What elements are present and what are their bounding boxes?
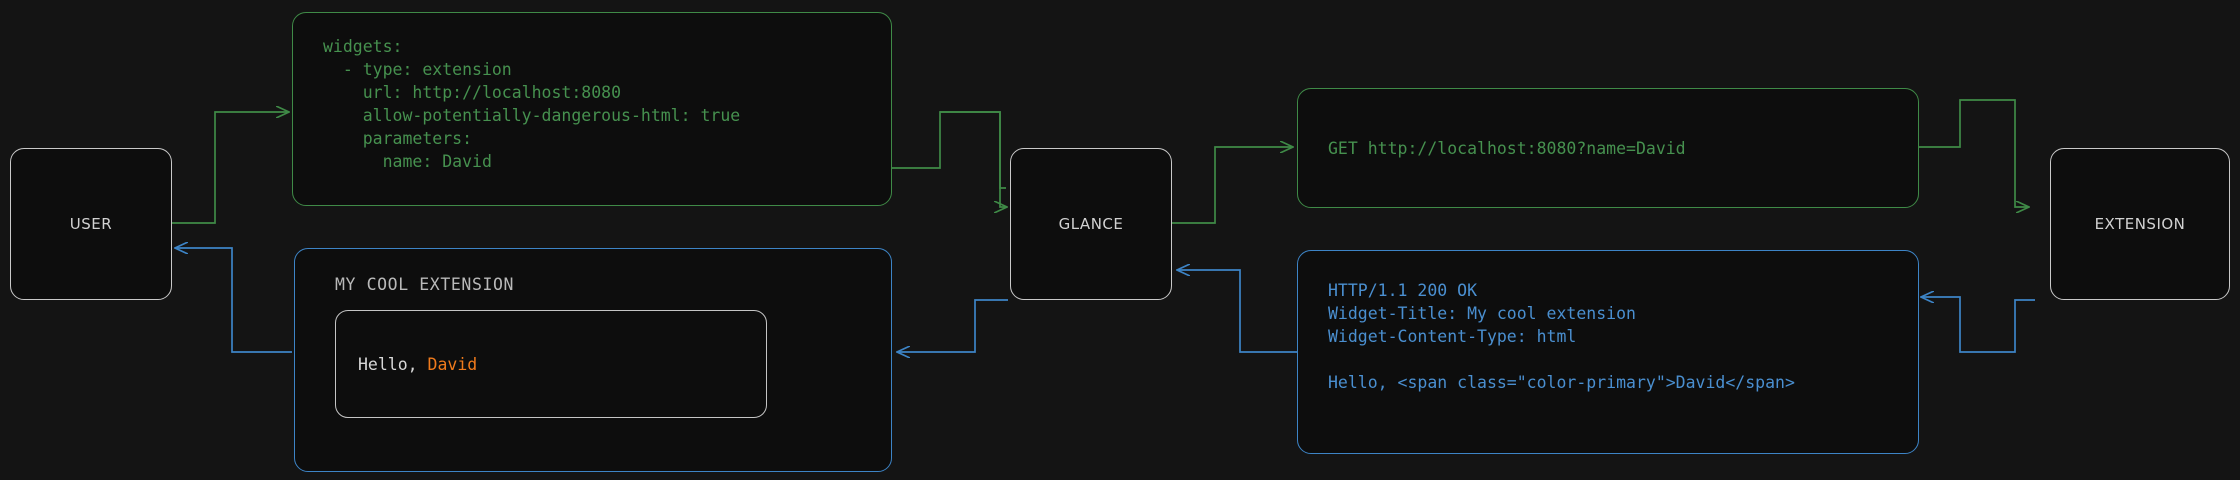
widget-content-frame: Hello, David [335, 310, 767, 418]
edge-extension-to-response [1922, 297, 2035, 353]
edge-glance-to-widget [898, 299, 1008, 352]
edge-user-to-config [172, 112, 288, 224]
widget-greeting-accent: David [427, 354, 478, 374]
edge-config-to-glance-arrow [940, 111, 1006, 207]
config-yaml-code: widgets: - type: extension url: http://l… [323, 37, 741, 171]
node-extension[interactable]: EXTENSION [2050, 148, 2230, 300]
node-user[interactable]: USER [10, 148, 172, 300]
edge-request-to-extension [1918, 99, 2028, 207]
http-request-code: GET http://localhost:8080?name=David [1328, 138, 1686, 158]
rendered-widget-box: MY COOL EXTENSION Hello, David [294, 248, 892, 472]
edge-config-to-glance [892, 111, 1006, 189]
node-user-label: USER [69, 215, 113, 233]
widget-title: MY COOL EXTENSION [335, 275, 515, 294]
http-request-box: GET http://localhost:8080?name=David [1297, 88, 1919, 208]
config-yaml-box: widgets: - type: extension url: http://l… [292, 12, 892, 206]
node-extension-label: EXTENSION [2094, 215, 2186, 233]
http-response-box: HTTP/1.1 200 OK Widget-Title: My cool ex… [1297, 250, 1919, 454]
edge-response-to-glance [1178, 270, 1297, 353]
http-response-code: HTTP/1.1 200 OK Widget-Title: My cool ex… [1328, 281, 1795, 392]
node-glance[interactable]: GLANCE [1010, 148, 1172, 300]
edge-widget-to-user [176, 248, 292, 353]
widget-greeting: Hello, David [358, 355, 477, 374]
widget-greeting-prefix: Hello, [358, 354, 428, 374]
edge-glance-to-request [1172, 147, 1292, 224]
node-glance-label: GLANCE [1058, 215, 1124, 233]
